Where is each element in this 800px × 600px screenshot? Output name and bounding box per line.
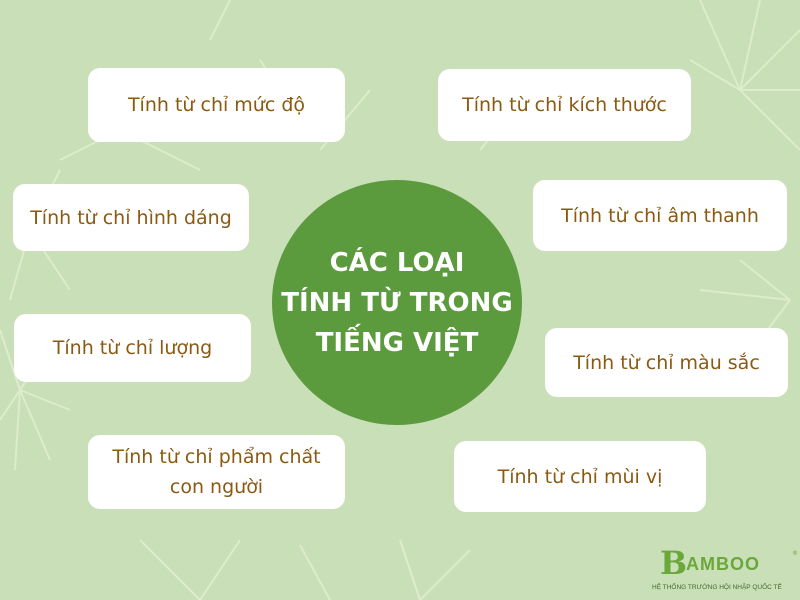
card-am-thanh: Tính từ chỉ âm thanh [533,180,787,251]
card-pham-chat-label: Tính từ chỉ phẩm chất con người [112,446,321,498]
center-title-line-2: TÍNH TỪ TRONG [281,287,513,318]
center-title-line-1: CÁC LOẠI [329,247,465,278]
card-kich-thuoc-label: Tính từ chỉ kích thước [462,94,667,116]
card-luong-label: Tính từ chỉ lượng [52,337,213,359]
card-muc-do: Tính từ chỉ mức độ [88,68,345,142]
card-mau-sac: Tính từ chỉ màu sắc [545,328,788,397]
card-mui-vi-label: Tính từ chỉ mùi vị [497,465,663,488]
card-mau-sac-label: Tính từ chỉ màu sắc [573,351,760,374]
card-mui-vi: Tính từ chỉ mùi vị [454,441,706,512]
card-hinh-dang-label: Tính từ chỉ hình dáng [30,206,232,229]
card-hinh-dang: Tính từ chỉ hình dáng [13,184,249,251]
center-topic-circle: CÁC LOẠI TÍNH TỪ TRONG TIẾNG VIỆT [272,180,522,425]
card-kich-thuoc: Tính từ chỉ kích thước [438,69,691,141]
card-pham-chat: Tính từ chỉ phẩm chất con người [88,435,345,509]
card-muc-do-label: Tính từ chỉ mức độ [127,94,306,116]
center-title-line-3: TIẾNG VIỆT [315,327,479,358]
logo-tagline: HỆ THỐNG TRƯỜNG HỘI NHẬP QUỐC TẾ [652,584,782,591]
card-luong: Tính từ chỉ lượng [14,314,251,382]
logo-wordmark: AMBOO [686,554,760,574]
card-am-thanh-label: Tính từ chỉ âm thanh [561,204,759,227]
logo-mark: B [660,544,688,582]
bamboo-logo: B AMBOO ® HỆ THỐNG TRƯỜNG HỘI NHẬP QUỐC … [648,540,798,600]
logo-registered-mark: ® [792,550,798,557]
